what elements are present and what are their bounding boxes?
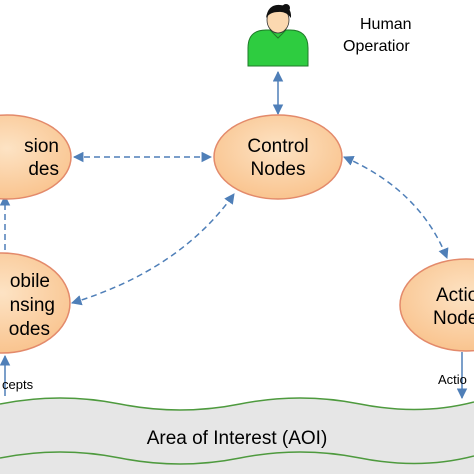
action-node-label-line2: Node [433, 308, 474, 329]
intercepts-label: cepts [2, 377, 34, 392]
mobile-sensing-node-label-line2: nsing [10, 295, 55, 316]
fusion-node-label-line2: des [28, 159, 59, 180]
human-operator-icon [247, 4, 309, 67]
control-node: Control Nodes [213, 114, 343, 200]
fusion-node-label-line1: sion [24, 136, 59, 157]
area-of-interest: Area of Interest (AOI) [0, 397, 474, 474]
fusion-node: sion des [0, 114, 72, 200]
human-operator-label-line2: Operatior [343, 38, 410, 55]
actions-label: Actio [438, 372, 467, 387]
mobile-sensing-node-label-line1: obile [10, 271, 50, 292]
action-node-label-line1: Actio [436, 285, 474, 306]
control-node-label-line1: Control [247, 136, 308, 157]
edge-control-action [343, 155, 449, 259]
edge-mobile-control [70, 193, 235, 306]
mobile-sensing-node: obile nsing odes [0, 252, 71, 354]
action-node: Actio Node [399, 258, 474, 352]
control-node-label-line2: Nodes [251, 159, 306, 180]
area-of-interest-label: Area of Interest (AOI) [147, 428, 328, 449]
human-operator-label-line1: Human [360, 16, 412, 33]
mobile-sensing-node-label-line3: odes [9, 319, 50, 340]
